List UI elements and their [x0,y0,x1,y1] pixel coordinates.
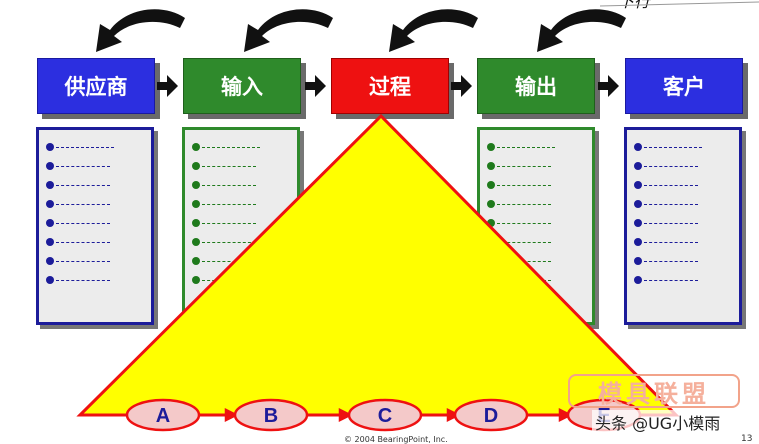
watermark-logo: 模具联盟 [568,374,740,408]
bullet-icon [634,238,642,246]
bullet-icon [634,181,642,189]
list-supplier [36,127,154,325]
step-c-node [347,398,423,432]
step-arrow-icon [558,407,573,423]
curved-arrow-icon [537,9,626,52]
bullet-icon [634,257,642,265]
bullet-icon [192,162,200,170]
bullet-icon [192,276,200,284]
bullet-icon [46,238,54,246]
bullet-icon [192,238,200,246]
step-label: A [156,405,170,427]
bullet-icon [634,276,642,284]
bullet-icon [46,257,54,265]
bullet-icon [192,219,200,227]
step-arrow-icon [224,407,239,423]
stage-customer: 客户 [625,58,743,114]
bullet-icon [487,162,495,170]
stage-label: 客户 [663,74,705,99]
stage-output: 输出 [477,58,595,114]
bullet-icon [487,219,495,227]
copyright-text: © 2004 BearingPoint, Inc. [344,435,448,444]
bullet-icon [634,162,642,170]
stage-supplier: 供应商 [37,58,155,114]
step-b-node [233,398,309,432]
step-a-node [125,398,201,432]
list-customer [624,127,742,325]
bullet-icon [192,257,200,265]
process-triangle [76,113,680,417]
right-arrow-icon [305,75,326,97]
stage-label: 供应商 [64,74,128,99]
step-arrow-icon [338,407,353,423]
bullet-icon [192,143,200,151]
step-arrow-icon [446,407,461,423]
stage-label: 过程 [369,74,411,99]
bullet-icon [634,143,642,151]
stage-label: 输出 [515,74,557,99]
feedback-arrows [96,9,626,52]
step-label: B [264,405,278,427]
right-arrow-icon [451,75,472,97]
bullet-icon [46,162,54,170]
page-number: 13 [741,434,753,444]
bullet-icon [46,143,54,151]
step-label: D [484,405,498,427]
bullet-icon [46,200,54,208]
watermark-caption: 头条 @UG小模雨 [592,410,724,434]
stage-label: 输入 [221,74,263,99]
step-d-node [453,398,529,432]
bullet-icon [46,219,54,227]
step-label: C [378,405,392,427]
curved-arrow-icon [96,9,185,52]
bullet-icon [634,219,642,227]
bullet-icon [487,143,495,151]
bullet-icon [487,200,495,208]
bullet-icon [192,200,200,208]
bullet-icon [634,200,642,208]
flow-arrows [157,75,619,97]
bullet-icon [487,181,495,189]
curved-arrow-icon [244,9,333,52]
stage-input: 输入 [183,58,301,114]
right-arrow-icon [157,75,178,97]
stage-process: 过程 [331,58,449,114]
bullet-icon [46,276,54,284]
right-arrow-icon [598,75,619,97]
watermark: 模具联盟 头条 @UG小模雨 [562,372,746,438]
bullet-icon [192,181,200,189]
bullet-icon [46,181,54,189]
curved-arrow-icon [389,9,478,52]
